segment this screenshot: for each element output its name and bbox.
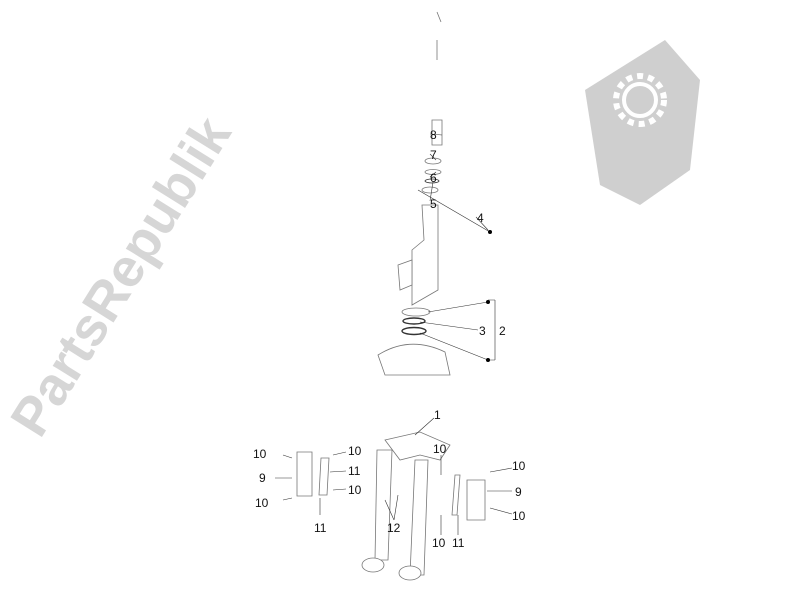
callout-10: 10 bbox=[253, 447, 267, 461]
callout-10: 10 bbox=[348, 483, 362, 497]
callout-10: 10 bbox=[432, 536, 446, 550]
callout-11: 11 bbox=[348, 464, 361, 478]
callout-labels: 8 7 6 5 4 3 2 1 10 9 10 10 11 10 11 12 1… bbox=[253, 128, 526, 550]
watermark-text: PartsRepublik bbox=[0, 106, 243, 447]
callout-5: 5 bbox=[430, 197, 437, 211]
callout-7: 7 bbox=[430, 148, 437, 162]
callout-9: 9 bbox=[515, 485, 522, 499]
callout-4: 4 bbox=[477, 211, 484, 225]
watermark: PartsRepublik bbox=[0, 40, 700, 446]
callout-9: 9 bbox=[259, 471, 266, 485]
callout-10: 10 bbox=[512, 509, 526, 523]
callout-11: 11 bbox=[452, 536, 465, 550]
callout-6: 6 bbox=[430, 171, 437, 185]
callout-2: 2 bbox=[499, 324, 506, 338]
gear-flag-icon bbox=[585, 40, 700, 205]
callout-12: 12 bbox=[387, 521, 401, 535]
callout-8: 8 bbox=[430, 128, 437, 142]
callout-3: 3 bbox=[479, 324, 486, 338]
steering-column bbox=[377, 11, 451, 376]
fork-assembly bbox=[296, 431, 486, 581]
callout-10: 10 bbox=[255, 496, 269, 510]
callout-11: 11 bbox=[314, 521, 327, 535]
leader-lines bbox=[275, 133, 513, 535]
callout-1: 1 bbox=[434, 408, 441, 422]
callout-10: 10 bbox=[512, 459, 526, 473]
callout-10: 10 bbox=[433, 442, 447, 456]
callout-10: 10 bbox=[348, 444, 362, 458]
